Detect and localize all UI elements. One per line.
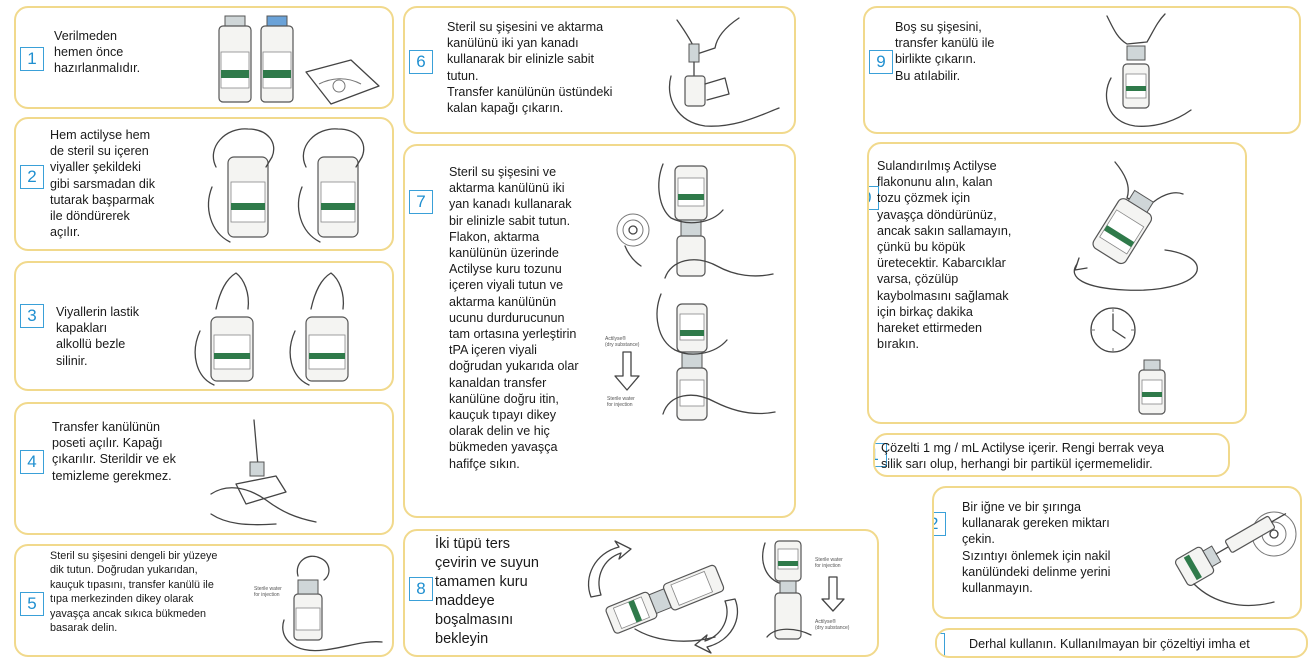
hands-opening-vials-illustration bbox=[206, 127, 391, 247]
step-text: İki tüpü ters çevirin ve suyun tamamen k… bbox=[435, 535, 539, 649]
step-text: Steril su şişesini ve aktarma kanülünü i… bbox=[447, 19, 612, 116]
svg-text:for injection: for injection bbox=[815, 563, 841, 569]
actilyse-caption: Actilyse® bbox=[605, 335, 626, 342]
step-text: Çözelti 1 mg / mL Actilyse içerir. Rengi… bbox=[881, 440, 1164, 472]
step-text: Bir iğne ve bir şırınga kullanarak gerek… bbox=[962, 499, 1110, 596]
step-2-card: 2 Hem actilyse hem de steril su içeren v… bbox=[14, 117, 394, 251]
step-9-card: 9 Boş su şişesini, transfer kanülü ile b… bbox=[863, 6, 1301, 134]
svg-text:(dry substance): (dry substance) bbox=[605, 342, 640, 348]
svg-text:(dry substance): (dry substance) bbox=[815, 625, 850, 631]
transfer-cannula-package-illustration bbox=[206, 414, 371, 529]
step-10-card: 10 Sulandırılmış Actilyse flakonunu alın… bbox=[867, 142, 1247, 424]
svg-text:Actilyse®: Actilyse® bbox=[815, 618, 836, 625]
holding-cannula-remove-cap-illustration bbox=[667, 14, 787, 132]
piercing-stopper-illustration: Sterile water for injection bbox=[254, 550, 389, 654]
step-text: Steril su şişesini ve aktarma kanülünü i… bbox=[449, 164, 579, 472]
svg-text:for injection: for injection bbox=[254, 592, 280, 598]
vials-and-transfer-package-illustration bbox=[211, 12, 391, 107]
inverting-tubes-illustration: Sterile water for injection Actilyse® (d… bbox=[575, 537, 871, 653]
step-number: 13 bbox=[935, 633, 945, 657]
step-number: 6 bbox=[409, 50, 433, 74]
step-text: Transfer kanülünün poseti açılır. Kapağı… bbox=[52, 419, 176, 484]
step-text: Hem actilyse hem de steril su içeren viy… bbox=[50, 127, 155, 240]
step-number: 5 bbox=[20, 592, 44, 616]
step-6-card: 6 Steril su şişesini ve aktarma kanülünü… bbox=[403, 6, 796, 134]
step-1-card: 1 Verilmeden hemen önce hazırlanmalıdır. bbox=[14, 6, 394, 109]
step-number: 9 bbox=[869, 50, 893, 74]
step-13-card: 13 Derhal kullanın. Kullanılmayan bir çö… bbox=[935, 628, 1308, 658]
step-text: Viyallerin lastik kapakları alkollü bezl… bbox=[56, 304, 139, 369]
step-text: Steril su şişesini dengeli bir yüzeye di… bbox=[50, 549, 217, 635]
swirling-vial-and-timer-illustration bbox=[1065, 154, 1241, 418]
step-7-card: 7 Steril su şişesini ve aktarma kanülünü… bbox=[403, 144, 796, 518]
step-text: Boş su şişesini, transfer kanülü ile bir… bbox=[895, 19, 994, 84]
wiping-rubber-caps-illustration bbox=[186, 269, 391, 387]
step-11-card: 11 Çözelti 1 mg / mL Actilyse içerir. Re… bbox=[873, 433, 1230, 477]
syringe-withdrawal-illustration bbox=[1174, 494, 1299, 616]
step-number: 8 bbox=[409, 577, 433, 601]
step-12-card: 12 Bir iğne ve bir şırınga kullanarak ge… bbox=[932, 486, 1302, 619]
step-5-card: 5 Steril su şişesini dengeli bir yüzeye … bbox=[14, 544, 394, 657]
step-number: 4 bbox=[20, 450, 44, 474]
step-text: Sulandırılmış Actilyse flakonunu alın, k… bbox=[877, 158, 1011, 352]
step-number: 2 bbox=[20, 165, 44, 189]
step-number: 1 bbox=[20, 47, 44, 71]
svg-text:for injection: for injection bbox=[607, 402, 633, 408]
connecting-vials-illustration: Actilyse® (dry substance) Sterile water … bbox=[605, 154, 790, 510]
step-text: Derhal kullanın. Kullanılmayan bir çözel… bbox=[969, 636, 1250, 652]
step-3-card: 3 Viyallerin lastik kapakları alkollü be… bbox=[14, 261, 394, 391]
step-8-card: 8 İki tüpü ters çevirin ve suyun tamamen… bbox=[403, 529, 879, 657]
step-4-card: 4 Transfer kanülünün poseti açılır. Kapa… bbox=[14, 402, 394, 535]
removing-empty-vial-illustration bbox=[1087, 12, 1207, 132]
step-number: 12 bbox=[932, 512, 946, 536]
step-number: 3 bbox=[20, 304, 44, 328]
step-text: Verilmeden hemen önce hazırlanmalıdır. bbox=[54, 28, 140, 77]
step-number: 7 bbox=[409, 190, 433, 214]
